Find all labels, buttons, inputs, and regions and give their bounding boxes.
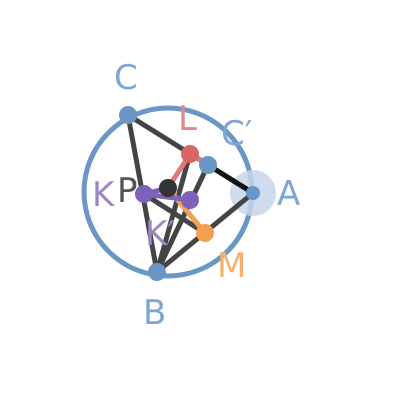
label-l: L xyxy=(178,99,197,139)
point-c-prime[interactable] xyxy=(199,156,217,174)
point-c[interactable] xyxy=(119,106,137,124)
label-m: M xyxy=(217,246,246,286)
segment-k-m xyxy=(141,191,208,236)
point-a[interactable] xyxy=(246,186,260,200)
label-b: B xyxy=(143,293,166,333)
label-a: A xyxy=(277,174,300,214)
point-k-prime[interactable] xyxy=(181,191,199,209)
point-b[interactable] xyxy=(148,263,166,281)
label-p: P xyxy=(117,171,138,211)
point-l[interactable] xyxy=(181,145,199,163)
point-p[interactable] xyxy=(159,179,177,197)
label-k-prime: K′ xyxy=(145,214,175,254)
label-c-prime: C′ xyxy=(221,114,252,154)
label-c: C xyxy=(114,58,138,98)
point-k[interactable] xyxy=(135,185,153,203)
label-k: K xyxy=(92,175,116,215)
point-m[interactable] xyxy=(196,224,214,242)
